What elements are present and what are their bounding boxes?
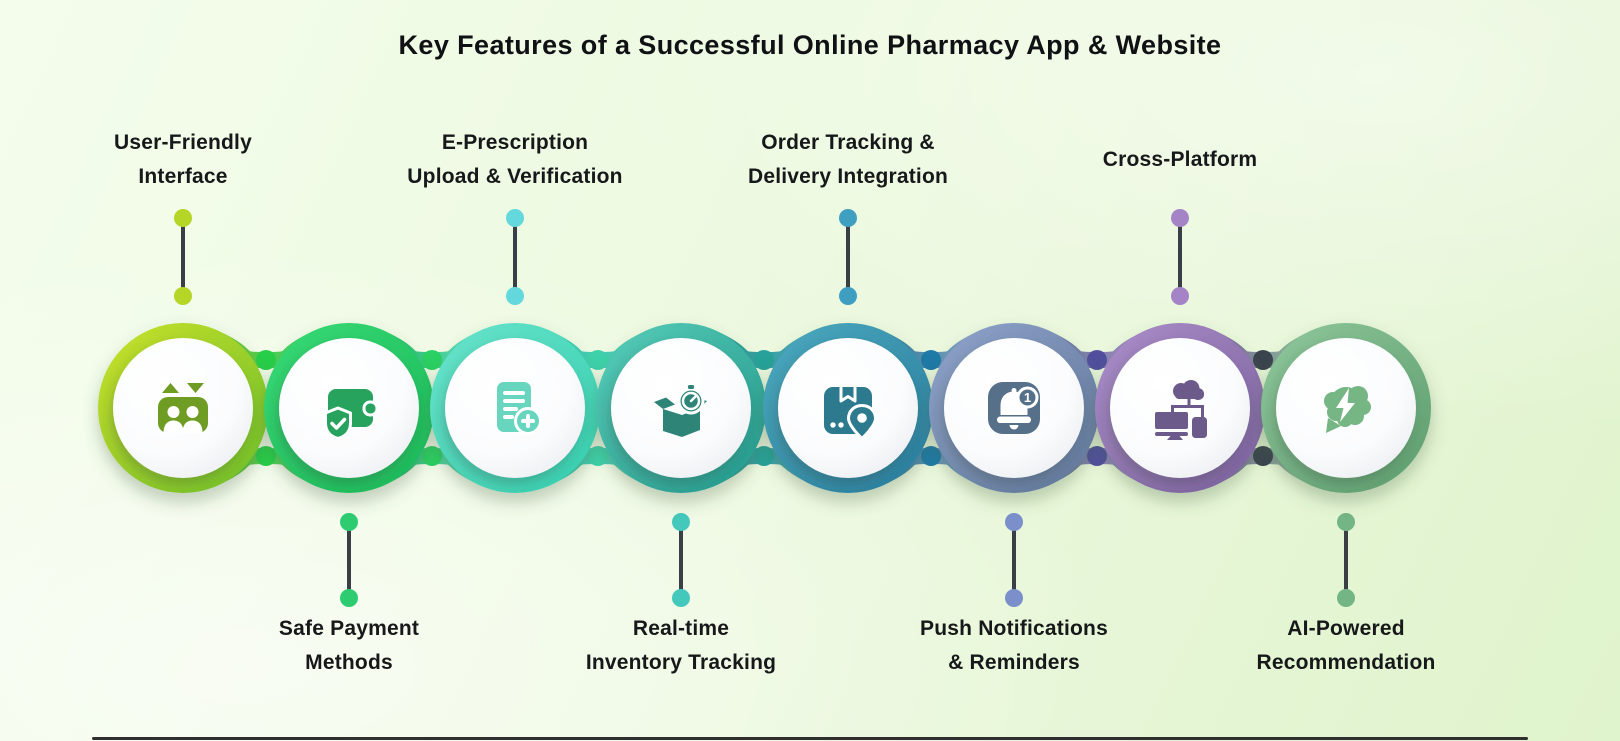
feature-ring: [1095, 323, 1265, 493]
label-line: Inventory Tracking: [585, 651, 777, 674]
connector-dot: [506, 287, 524, 305]
notification-badge-count: 1: [1024, 390, 1031, 405]
junction-dot: [256, 350, 276, 370]
label-line: Methods: [305, 651, 393, 674]
feature-ring: [430, 323, 600, 493]
label-line: Delivery Integration: [747, 165, 949, 188]
label-line: & Reminders: [948, 651, 1080, 674]
junction-dot: [754, 446, 774, 466]
connector-dot: [1337, 589, 1355, 607]
junction-dots: [256, 350, 1273, 466]
feature-ring: [929, 323, 1099, 493]
feature-ring: [763, 323, 933, 493]
feature-ring: [1261, 323, 1431, 493]
connector-dot: [1171, 209, 1189, 227]
junction-dot: [588, 446, 608, 466]
users-panel-icon: [158, 383, 208, 433]
junction-dot: [422, 446, 442, 466]
label-cross-platform: Cross-Platform: [1030, 143, 1330, 177]
label-user-friendly-interface: User-Friendly Interface: [33, 126, 333, 194]
junction-dot: [588, 350, 608, 370]
junction-dot: [1087, 350, 1107, 370]
junction-dot: [422, 350, 442, 370]
parcel-location-icon: [824, 387, 878, 441]
label-line: Recommendation: [1256, 651, 1436, 674]
label-real-time-inventory: Real-time Inventory Tracking: [531, 612, 831, 680]
junction-dot: [1253, 446, 1273, 466]
connector-top-group: [174, 209, 1189, 305]
feature-ring: [98, 323, 268, 493]
label-safe-payment: Safe Payment Methods: [199, 612, 499, 680]
label-push-notifications: Push Notifications & Reminders: [864, 612, 1164, 680]
connector-dot: [174, 287, 192, 305]
label-line: E-Prescription: [441, 131, 589, 154]
bottom-edge-line: [92, 737, 1528, 740]
connector-dot: [340, 513, 358, 531]
label-line: Order Tracking &: [761, 131, 935, 154]
connector-dot: [340, 589, 358, 607]
label-line: Upload & Verification: [407, 165, 623, 188]
connector-bottom-group: [340, 513, 1355, 607]
connector-dot: [506, 209, 524, 227]
connector-dot: [174, 209, 192, 227]
junction-dot: [1087, 446, 1107, 466]
connector-dot: [1005, 513, 1023, 531]
label-ai-powered: AI-Powered Recommendation: [1196, 612, 1496, 680]
notification-bell-icon: 1: [988, 382, 1040, 434]
connector-dot: [1171, 287, 1189, 305]
wallet-shield-icon: [324, 389, 379, 440]
inventory-box-timer-icon: [654, 385, 707, 437]
prescription-document-icon: [497, 382, 542, 435]
connector-dot: [1337, 513, 1355, 531]
connector-dot: [839, 287, 857, 305]
connector-dot: [839, 209, 857, 227]
label-line: Push Notifications: [920, 617, 1108, 640]
label-line: AI-Powered: [1287, 617, 1405, 640]
connector-dot: [672, 513, 690, 531]
junction-dot: [754, 350, 774, 370]
label-line: Real-time: [632, 617, 730, 640]
connector-dot: [1005, 589, 1023, 607]
connector-dot: [672, 589, 690, 607]
label-line: Cross-Platform: [1102, 148, 1258, 171]
label-e-prescription: E-Prescription Upload & Verification: [365, 126, 665, 194]
label-line: Interface: [138, 165, 228, 188]
page-title: Key Features of a Successful Online Phar…: [398, 30, 1222, 60]
ai-chat-bolt-icon: [1324, 386, 1371, 433]
junction-dot: [1253, 350, 1273, 370]
junction-dot: [921, 446, 941, 466]
label-line: User-Friendly: [114, 131, 252, 154]
feature-ring: [264, 323, 434, 493]
junction-dot: [921, 350, 941, 370]
label-line: Safe Payment: [278, 617, 420, 640]
cloud-devices-icon: [1155, 380, 1207, 440]
junction-dot: [256, 446, 276, 466]
feature-ring: [596, 323, 766, 493]
label-order-tracking: Order Tracking & Delivery Integration: [698, 126, 998, 194]
